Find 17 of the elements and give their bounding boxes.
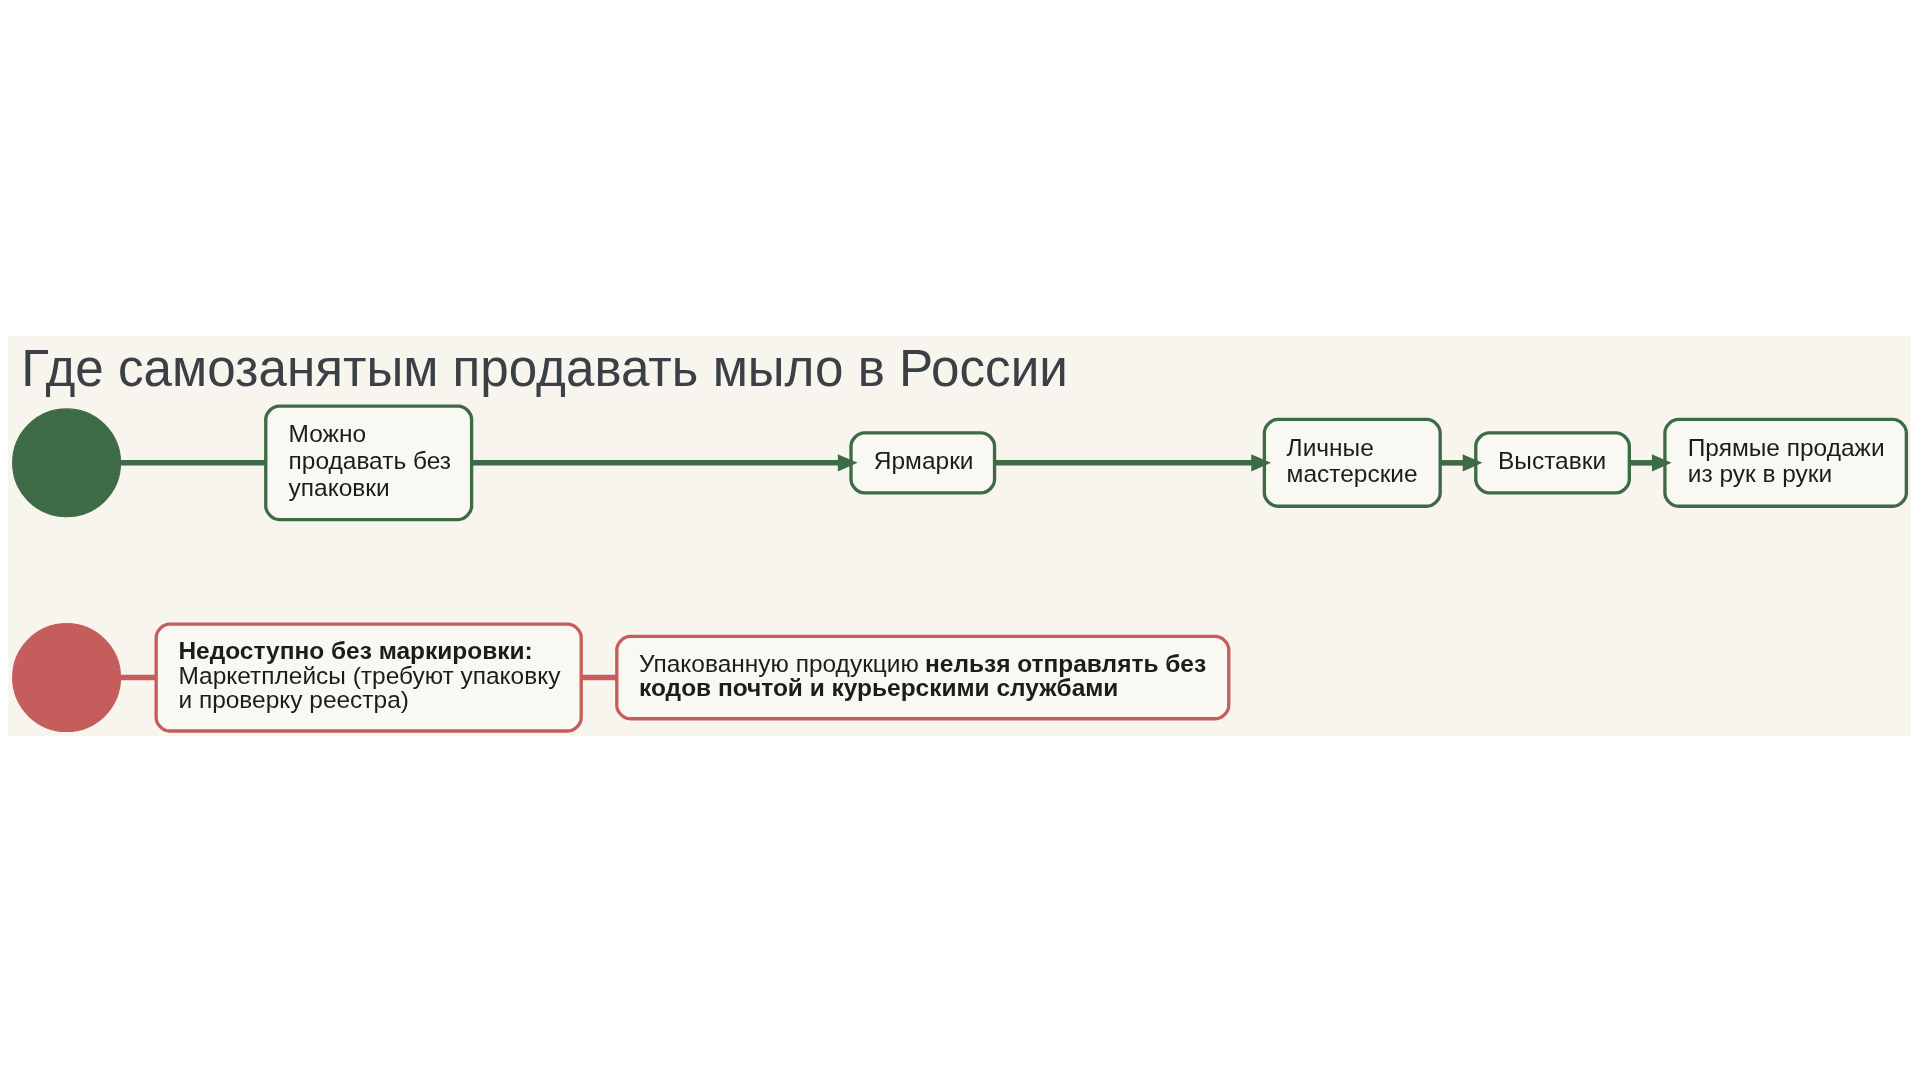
node-circle: [12, 623, 122, 733]
node-box: Ярмарки: [849, 431, 997, 495]
arrow: [471, 454, 858, 472]
diagram-title: Где самозанятым продавать мыло в России: [21, 339, 1068, 397]
node-box: Личные мастерские: [1262, 417, 1442, 508]
node-circle: [12, 408, 122, 518]
arrow: [994, 454, 1271, 472]
node-box: Выставки: [1474, 431, 1631, 495]
connector: [120, 460, 266, 466]
arrow: [1440, 454, 1483, 472]
node-box: Прямые продажи из рук в руки: [1663, 417, 1909, 508]
node-box: Можно продавать без упаковки: [264, 404, 474, 522]
connector: [120, 674, 156, 681]
node-box: Упакованную продукцию нельзя отправлять без кодов почтой и курьерскими службами: [615, 634, 1231, 721]
arrow: [1629, 454, 1672, 472]
connector: [581, 674, 617, 681]
node-box: Недоступно без маркировки: Маркетплейсы (требуют упаковку и проверку реестра): [154, 622, 583, 733]
